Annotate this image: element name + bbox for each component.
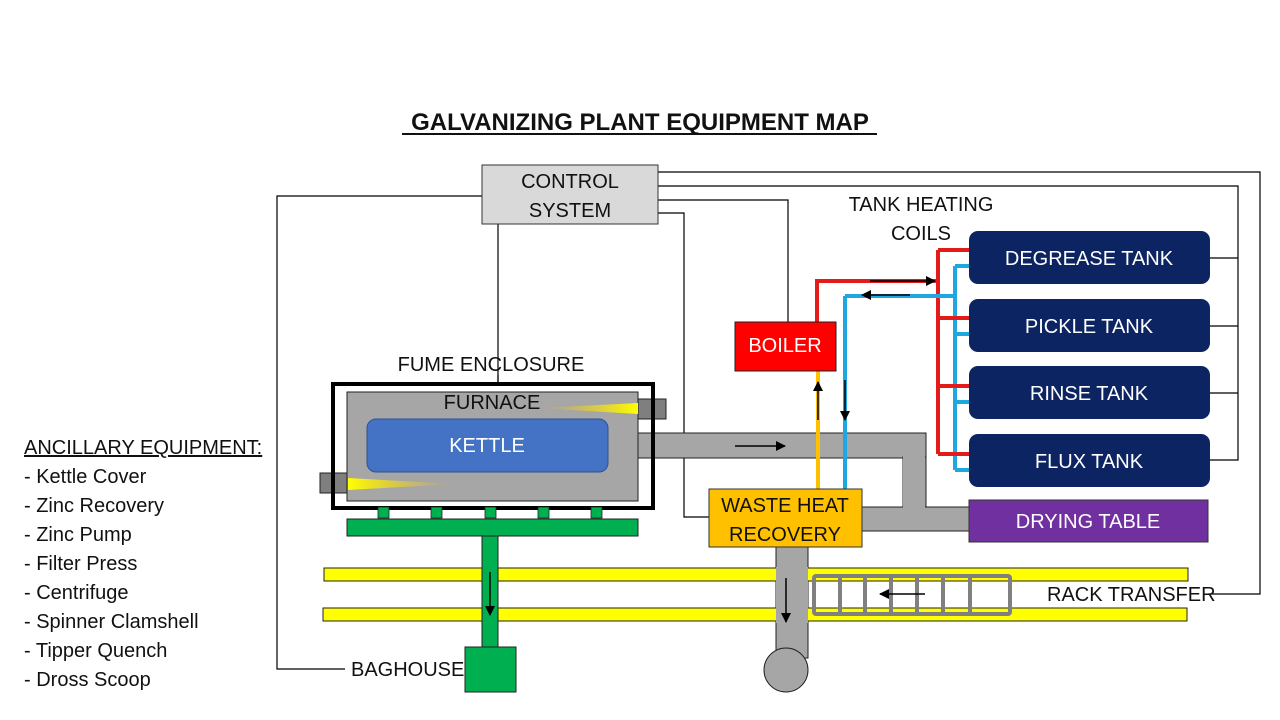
ancillary-item: - Kettle Cover bbox=[24, 466, 147, 488]
exhaust-duct bbox=[637, 432, 971, 693]
drying-table-label: DRYING TABLE bbox=[1016, 511, 1161, 533]
ancillary-item: - Zinc Pump bbox=[24, 524, 132, 546]
control-system-label-2: SYSTEM bbox=[529, 200, 611, 222]
control-wiring bbox=[276, 171, 1261, 670]
stack-icon bbox=[763, 647, 809, 693]
degrease-tank[interactable]: DEGREASE TANK bbox=[969, 231, 1210, 284]
tank-heating-coils-label-2: COILS bbox=[891, 223, 951, 245]
baghouse[interactable] bbox=[464, 646, 517, 693]
boiler-label: BOILER bbox=[748, 335, 821, 357]
kettle[interactable]: KETTLE bbox=[366, 418, 609, 473]
ancillary-heading: ANCILLARY EQUIPMENT: bbox=[24, 437, 263, 459]
flame-left-icon bbox=[348, 478, 455, 490]
baghouse-label: BAGHOUSE bbox=[351, 659, 464, 681]
ancillary-item: - Tipper Quench bbox=[24, 640, 168, 662]
pickle-tank-label: PICKLE TANK bbox=[1025, 316, 1154, 338]
ancillary-item: - Centrifuge bbox=[24, 582, 129, 604]
rack-transfer[interactable] bbox=[812, 574, 1012, 616]
control-system[interactable]: CONTROL SYSTEM bbox=[481, 164, 659, 225]
ancillary-equipment-list: ANCILLARY EQUIPMENT: - Kettle Cover - Zi… bbox=[24, 434, 262, 695]
pickle-tank[interactable]: PICKLE TANK bbox=[969, 299, 1210, 352]
furnace-label: FURNACE bbox=[444, 392, 541, 414]
ancillary-item: - Spinner Clamshell bbox=[24, 611, 199, 633]
ancillary-item: - Filter Press bbox=[24, 553, 138, 575]
waste-heat-recovery[interactable]: WASTE HEAT RECOVERY bbox=[708, 488, 863, 548]
waste-heat-label-1: WASTE HEAT bbox=[721, 495, 849, 517]
rinse-tank[interactable]: RINSE TANK bbox=[969, 366, 1210, 419]
ancillary-item: - Zinc Recovery bbox=[24, 495, 165, 517]
waste-heat-label-2: RECOVERY bbox=[729, 524, 841, 546]
drying-table[interactable]: DRYING TABLE bbox=[968, 499, 1209, 543]
heating-piping bbox=[813, 250, 957, 489]
boiler[interactable]: BOILER bbox=[734, 321, 837, 372]
control-system-label-1: CONTROL bbox=[521, 171, 619, 193]
flame-right-icon bbox=[538, 403, 638, 414]
kettle-label: KETTLE bbox=[449, 435, 525, 457]
tank-heating-coils-label-1: TANK HEATING bbox=[849, 194, 994, 216]
degrease-tank-label: DEGREASE TANK bbox=[1005, 248, 1174, 270]
flux-tank-label: FLUX TANK bbox=[1035, 451, 1144, 473]
ancillary-item: - Dross Scoop bbox=[24, 669, 151, 691]
fume-enclosure-label: FUME ENCLOSURE bbox=[398, 354, 585, 376]
fume-collection-duct bbox=[346, 506, 639, 649]
rack-transfer-label: RACK TRANSFER bbox=[1047, 584, 1216, 606]
flux-tank[interactable]: FLUX TANK bbox=[969, 434, 1210, 487]
diagram-title: GALVANIZING PLANT EQUIPMENT MAP bbox=[411, 109, 869, 136]
rinse-tank-label: RINSE TANK bbox=[1030, 383, 1149, 405]
